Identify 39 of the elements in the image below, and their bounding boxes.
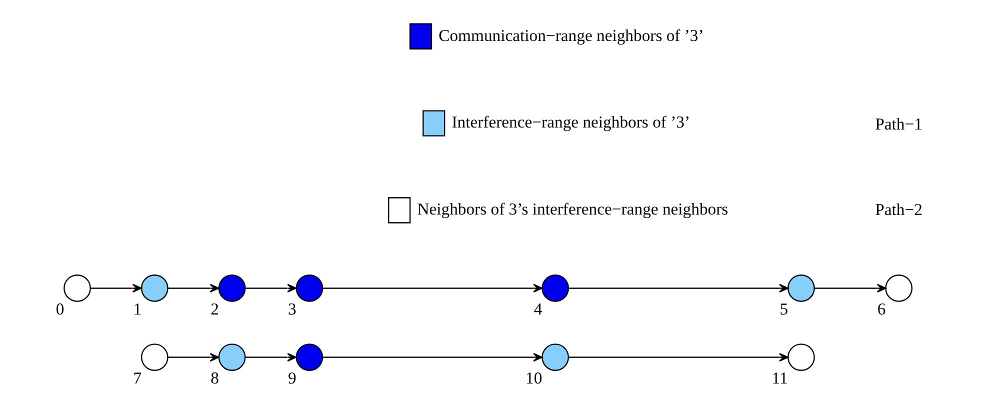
arrow (322, 352, 542, 362)
node-label: 3 (288, 299, 296, 318)
node-label: 5 (779, 299, 788, 318)
label: Path−2 (874, 200, 922, 219)
node-circle (218, 274, 246, 302)
arrow (568, 283, 788, 292)
node-label: 10 (525, 368, 542, 388)
node-circle (140, 274, 168, 302)
node-label: 7 (132, 368, 142, 388)
node-circle (218, 343, 246, 370)
node-circle (140, 343, 168, 370)
node-circle (63, 274, 90, 302)
legend-label: Neighbors of 3’s interference−range neighbors (416, 199, 728, 218)
arrow (244, 352, 296, 362)
legend-label: Interference−range neighbors of ’3’ (451, 112, 690, 132)
node-label: 6 (876, 299, 886, 318)
node-label: 11 (771, 368, 788, 388)
node-circle (541, 343, 569, 370)
arrow (167, 283, 219, 292)
arrow (90, 283, 142, 292)
node-circle (787, 343, 814, 370)
arrow (167, 352, 219, 362)
node-label: 0 (55, 299, 64, 318)
node-label: 8 (210, 368, 218, 388)
node-circle (295, 274, 323, 302)
arrow (322, 283, 542, 292)
node-label: 4 (533, 299, 542, 318)
label: Path−1 (874, 114, 922, 133)
arrow (244, 283, 296, 292)
node-circle (541, 274, 569, 302)
node-circle (295, 343, 323, 370)
node-label: 1 (132, 299, 142, 318)
legend-label: Communication−range neighbors of ’3’ (438, 25, 704, 44)
arrow (568, 352, 788, 362)
node-circle (884, 274, 912, 302)
node-circle (787, 274, 814, 302)
node-label: 9 (288, 368, 296, 388)
node-label: 2 (210, 299, 218, 318)
arrow (814, 283, 886, 292)
